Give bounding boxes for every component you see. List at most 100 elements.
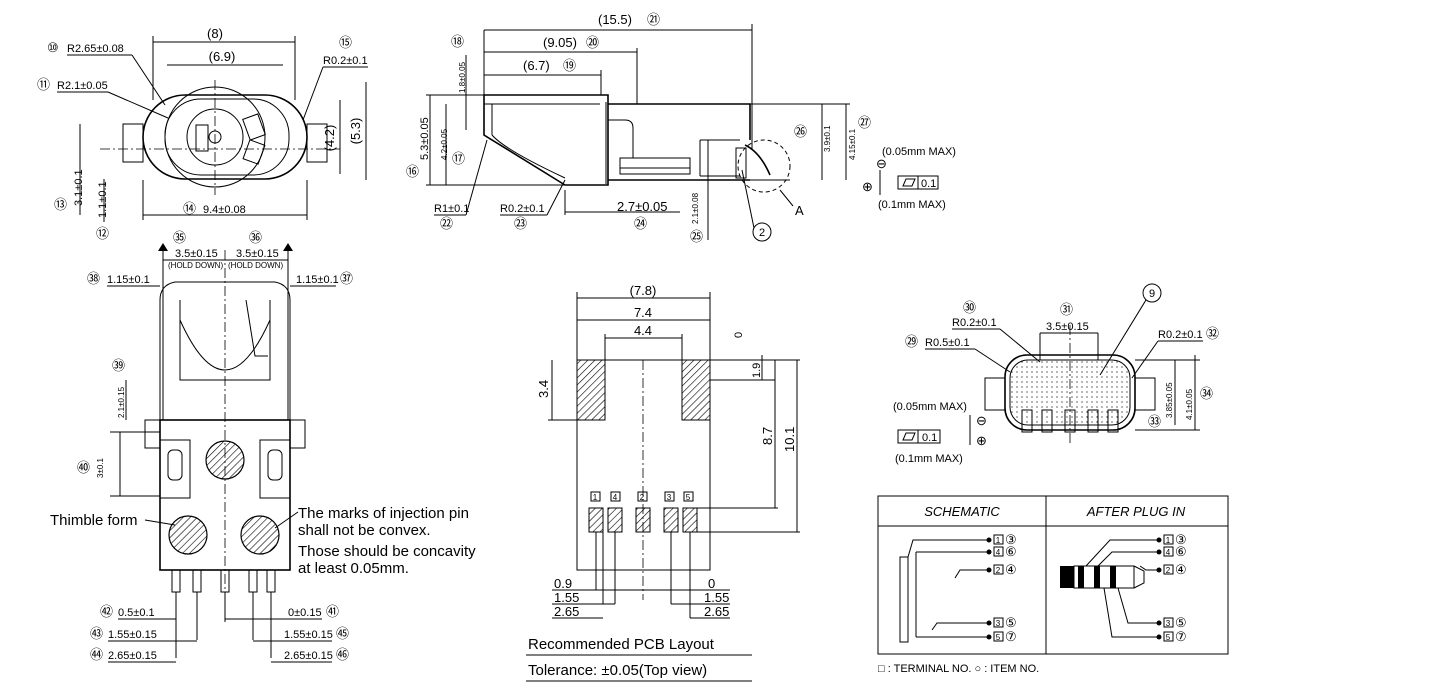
front-contact-left xyxy=(195,124,209,152)
svg-text:⑥: ⑥ xyxy=(1005,544,1017,559)
item-9: 9 xyxy=(1149,288,1155,300)
pcb-title: Recommended PCB Layout xyxy=(528,636,715,653)
rear-dim-r0-2-b: R0.2±0.1 xyxy=(1158,329,1203,341)
note-line-3: Those should be concavity xyxy=(298,543,476,560)
dim-1-15-b: 1.15±0.1 xyxy=(296,274,339,286)
left-pin-1: 1 ③ xyxy=(986,532,1017,547)
item-41: ㊶ xyxy=(326,604,339,619)
side-body-outline xyxy=(483,94,609,186)
rear-flat-val: 0.1 xyxy=(922,432,937,444)
pcb-dim-r-1-55: 1.55 xyxy=(704,590,729,605)
right-pin-1: 1 ③ xyxy=(1156,532,1187,547)
pcb-dim-4-4: 4.4 xyxy=(634,323,652,338)
left-pin-2: 2 ④ xyxy=(986,562,1017,577)
item-31: ㉛ xyxy=(1060,302,1073,317)
injection-pin-mark-left xyxy=(168,515,208,555)
item-10: ⑩ xyxy=(47,40,59,55)
front-body-inner xyxy=(164,98,290,176)
rear-dim-r0-5: R0.5±0.1 xyxy=(925,337,970,349)
dim-3-bottom: 3±0.1 xyxy=(96,457,105,478)
item-36: ㊱ xyxy=(249,230,262,245)
dim-4-15: 4.15±0.1 xyxy=(848,128,857,160)
pcb-term-label-5: 5 xyxy=(686,493,691,502)
dim-1-55-a: 1.55±0.15 xyxy=(108,629,157,641)
svg-text:⑦: ⑦ xyxy=(1005,629,1017,644)
dim-1-1: 1.1±0.1 xyxy=(97,181,109,218)
svg-text:3: 3 xyxy=(996,619,1001,628)
flat-val-side: 0.1 xyxy=(921,178,936,190)
dim-8: (8) xyxy=(207,26,223,41)
dim-2-1-bottom: 2.1±0.15 xyxy=(117,386,126,418)
front-view: (8) (6.9) ⑩ R2.65±0.08 ⑪ R2.1±0.05 ⑮ R0.… xyxy=(37,26,368,241)
pcb-term-label-2: 2 xyxy=(640,493,645,502)
svg-text:④: ④ xyxy=(1005,562,1017,577)
svg-text:1: 1 xyxy=(1166,536,1171,545)
dim-r1: R1±0.1 xyxy=(434,203,469,215)
dim-2-65-a: 2.65±0.15 xyxy=(108,650,157,662)
pcb-dim-r-2-65: 2.65 xyxy=(704,604,729,619)
dim-r0-2: R0.2±0.1 xyxy=(323,55,368,67)
rear-plus-sign: ⊕ xyxy=(976,433,987,448)
rear-minus-sign: ⊖ xyxy=(976,413,987,428)
svg-text:3: 3 xyxy=(1166,619,1171,628)
item-25: ㉕ xyxy=(690,229,703,244)
item-29: ㉙ xyxy=(905,334,918,349)
pcb-pad-left-holddown xyxy=(576,359,606,421)
pcb-dim-7-8: (7.8) xyxy=(630,283,657,298)
item-38: ㊳ xyxy=(87,271,100,286)
dim-15-5: (15.5) xyxy=(598,12,632,27)
hold-down-b: (HOLD DOWN) xyxy=(228,261,283,270)
dim-0-5: 0.5±0.1 xyxy=(118,607,155,619)
pcb-dim-l-1-55: 1.55 xyxy=(554,590,579,605)
dim-3-5-b: 3.5±0.15 xyxy=(236,248,279,260)
rear-dim-3-85: 3.85±0.05 xyxy=(1165,382,1174,418)
item-37: ㊲ xyxy=(340,271,353,286)
item-12: ⑫ xyxy=(96,226,109,241)
flat-minus-side: (0.1mm MAX) xyxy=(878,199,946,211)
pcb-dim-l-2-65: 2.65 xyxy=(554,604,579,619)
svg-text:④: ④ xyxy=(1175,562,1187,577)
dim-1-55-b: 1.55±0.15 xyxy=(284,629,333,641)
svg-text:4: 4 xyxy=(1166,548,1171,557)
plug-body xyxy=(1060,566,1074,588)
thimble-form-label: Thimble form xyxy=(50,512,138,529)
pcb-dim-7-4: 7.4 xyxy=(634,305,652,320)
item-17: ⑰ xyxy=(452,151,465,166)
svg-text:4: 4 xyxy=(996,548,1001,557)
dim-4-2-side: 4.2±0.05 xyxy=(440,128,449,160)
item-34: ㉞ xyxy=(1200,386,1213,401)
detail-a-label: A xyxy=(795,203,804,218)
hold-down-a: (HOLD DOWN) xyxy=(168,261,223,270)
left-pin-4: 4 ⑥ xyxy=(986,544,1017,559)
schematic: SCHEMATIC AFTER PLUG IN 1 ③ 4 ⑥ 2 ④ xyxy=(877,495,1229,675)
item-2: 2 xyxy=(759,227,765,239)
item-30: ㉚ xyxy=(963,300,976,315)
bottom-view: ㉟ ㊱ 3.5±0.15 3.5±0.15 (HOLD DOWN) (HOLD … xyxy=(50,230,476,663)
pcb-layout: 1 4 2 3 5 (7.8) 7.4 4.4 0 1.9 8.7 xyxy=(526,283,800,682)
pcb-pad-1 xyxy=(588,507,604,533)
pcb-tolerance: Tolerance: ±0.05(Top view) xyxy=(528,662,707,679)
pcb-dim-10-1: 10.1 xyxy=(782,427,797,452)
item-23: ㉓ xyxy=(514,216,527,231)
right-pin-4: 4 ⑥ xyxy=(1156,544,1187,559)
rear-flat-minus: (0.1mm MAX) xyxy=(895,453,963,465)
rear-dim-4-1: 4.1±0.05 xyxy=(1185,388,1194,420)
rear-dim-r0-2-a: R0.2±0.1 xyxy=(952,317,997,329)
dim-2-65-b: 2.65±0.15 xyxy=(284,650,333,662)
pcb-dim-8-7: 8.7 xyxy=(760,427,775,445)
item-15: ⑮ xyxy=(339,35,352,50)
item-26: ㉖ xyxy=(794,124,807,139)
item-13: ⑬ xyxy=(54,197,67,212)
pcb-outline xyxy=(576,359,711,571)
svg-text:1: 1 xyxy=(996,536,1001,545)
dim-3-5-a: 3.5±0.15 xyxy=(175,248,218,260)
item-21: ㉑ xyxy=(647,12,660,27)
pcb-pad-5 xyxy=(682,507,698,533)
plus-sign: ⊕ xyxy=(862,179,873,194)
dim-1-15-a: 1.15±0.1 xyxy=(107,274,150,286)
side-detail-a-circle xyxy=(737,139,791,193)
dim-3-1: 3.1±0.1 xyxy=(73,169,85,206)
item-16: ⑯ xyxy=(406,164,419,179)
svg-text:⑤: ⑤ xyxy=(1175,615,1187,630)
front-contact-right xyxy=(242,113,266,141)
